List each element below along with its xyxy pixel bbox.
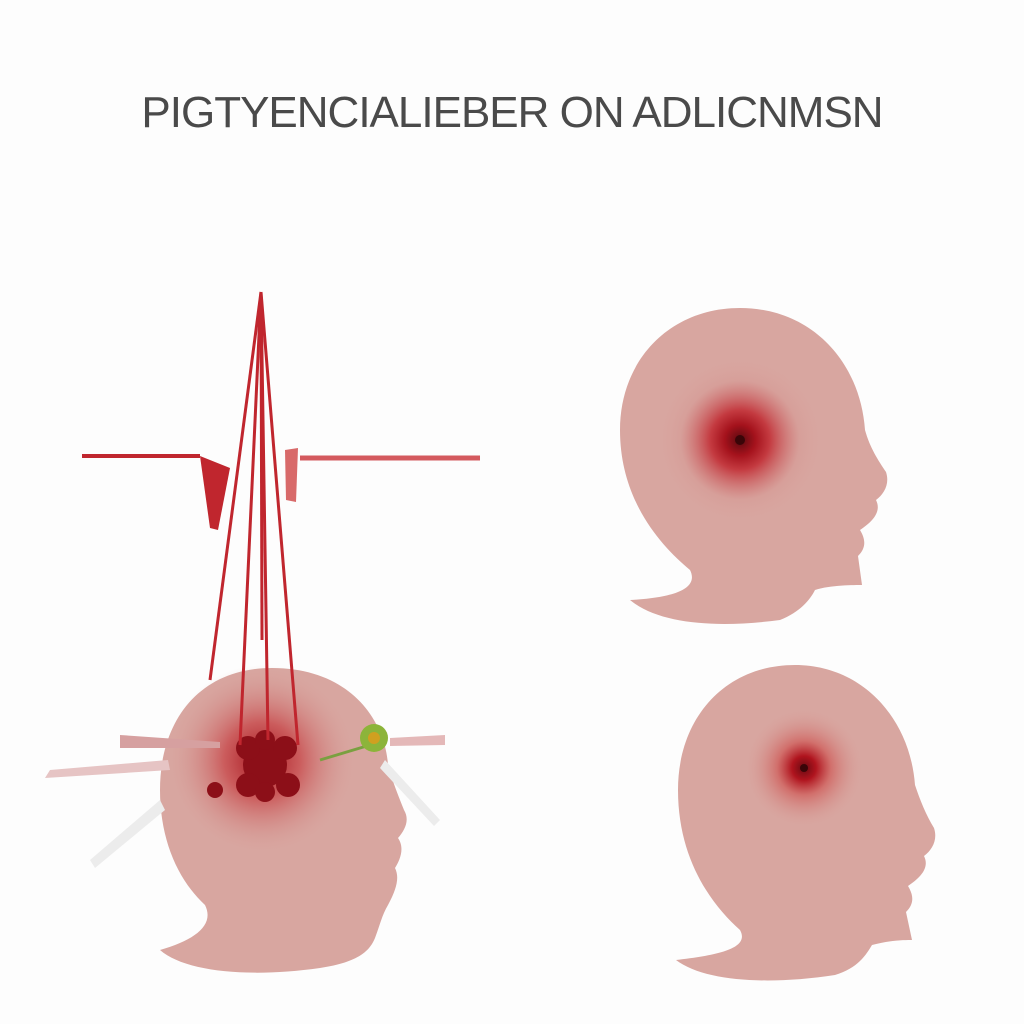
bottom-right-head-figure: [676, 665, 936, 981]
horizontal-bar: [82, 448, 480, 530]
top-right-head-figure: [620, 308, 888, 624]
nerve-lines: [208, 291, 300, 746]
burst-icon: [207, 730, 300, 802]
right-wisp: [319, 724, 445, 826]
diagram-title: PIGTYENCIALIEBER ON ADLICNMSN: [141, 88, 883, 137]
left-head-figure: [45, 291, 480, 973]
left-wisp: [45, 735, 220, 868]
